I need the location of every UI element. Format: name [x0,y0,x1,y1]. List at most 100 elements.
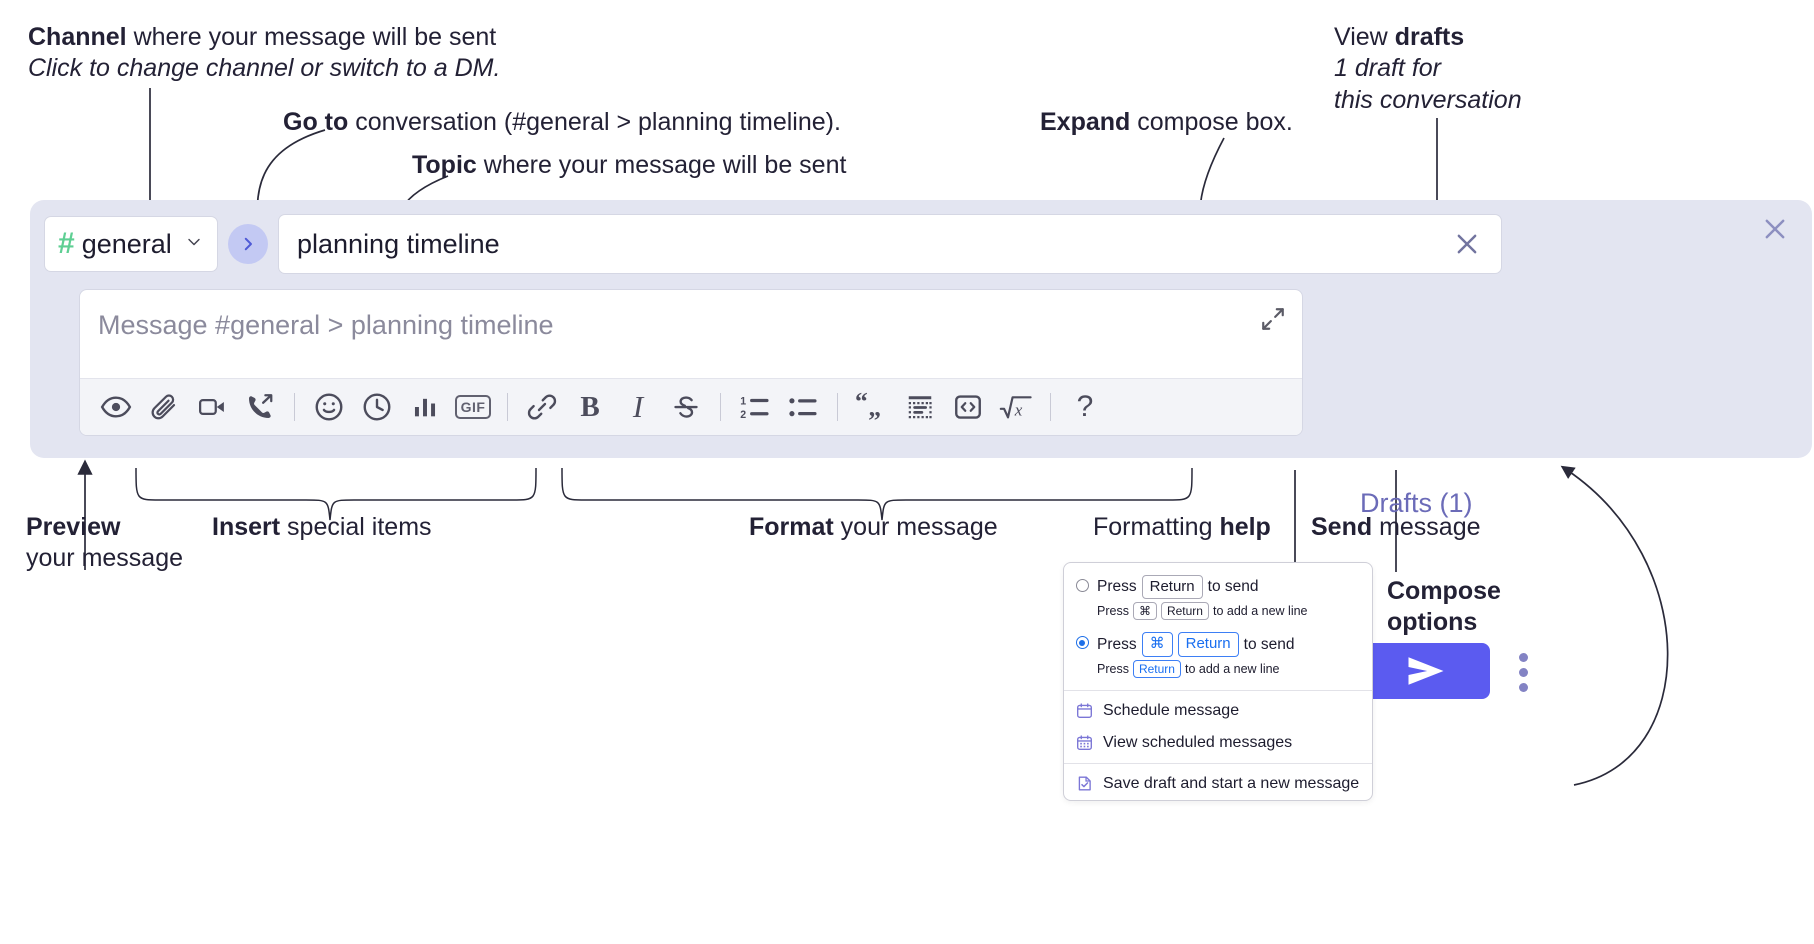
annotation-format: Format your message [749,512,998,543]
poll-icon [414,398,436,417]
annotation-preview: Preview your message [26,512,183,575]
annotation-goto-bold: Go to [283,108,349,136]
drafts-link[interactable]: Drafts (1) [1360,488,1473,518]
svg-text:“: “ [855,392,868,415]
key-return: Return [1160,602,1209,621]
reminder-button[interactable] [353,385,401,429]
annotation-format-bold: Format [749,513,834,541]
code-block-icon [908,396,932,419]
topic-input[interactable]: planning timeline [278,214,1502,274]
compose-options-menu: Press Return to send Press ⌘ Return to a… [1063,562,1373,801]
radio-icon-selected[interactable] [1076,636,1089,650]
toolbar-divider [720,393,721,421]
menu-divider [1064,689,1372,691]
preview-icon [100,396,132,418]
menu-item-schedule-message[interactable]: Schedule message [1064,695,1372,727]
annotation-drafts-italic1: 1 draft for [1334,54,1441,83]
option1-post: to send [1207,578,1259,596]
svg-text:2: 2 [740,409,746,421]
emoji-icon [315,393,343,421]
annotation-preview-bold: Preview [26,513,121,541]
call-button[interactable] [236,385,284,429]
svg-text:1: 1 [740,396,746,408]
svg-text:x: x [1014,401,1023,420]
menu-option-cmd-return-to-send[interactable]: Press ⌘ Return to send [1064,628,1372,657]
expand-compose-button[interactable] [1260,306,1286,332]
send-button[interactable] [1361,643,1490,699]
option1-main: Press Return to send [1097,575,1259,600]
bullet-list-button[interactable] [779,385,827,429]
option2-post: to send [1243,635,1295,653]
bold-button[interactable]: B [566,385,614,429]
annotation-compose-options-bold1: Compose [1387,577,1501,605]
menu-option-return-to-send[interactable]: Press Return to send [1064,571,1372,600]
inline-code-button[interactable] [944,385,992,429]
menu-item-label: View scheduled messages [1103,733,1293,751]
gif-button[interactable]: GIF [449,385,497,429]
save-draft-icon [1076,775,1093,792]
kebab-dot [1518,667,1528,677]
annotation-goto-rest: conversation (#general > planning timeli… [348,108,841,136]
annotation-drafts-italic2: this conversation [1334,85,1522,114]
annotation-formatting-help: Formatting help [1093,512,1271,543]
expand-icon [1262,308,1284,330]
annotation-drafts-lead: View [1334,23,1395,51]
annotation-channel-rest: where your message will be sent [126,23,497,51]
attachment-button[interactable] [140,385,188,429]
emoji-button[interactable] [305,385,353,429]
menu-item-view-scheduled-messages[interactable]: View scheduled messages [1064,727,1372,759]
message-input-area[interactable]: Message #general > planning timeline [79,289,1303,436]
menu-divider [1064,762,1372,764]
preview-button[interactable] [92,385,140,429]
quote-icon: “ „ [855,392,881,422]
strikethrough-button[interactable] [662,385,710,429]
toolbar-divider [507,393,508,421]
poll-button[interactable] [401,385,449,429]
bold-icon: B [580,390,600,423]
formatting-help-button[interactable]: ? [1061,385,1109,429]
annotation-format-rest: your message [833,513,998,541]
go-to-conversation-button[interactable] [228,224,268,264]
quote-button[interactable]: “ „ [848,385,896,429]
message-placeholder: Message #general > planning timeline [98,310,554,340]
channel-selector[interactable]: # general [44,216,218,272]
channel-name: general [81,228,172,259]
hash-icon: # [58,227,75,260]
toolbar-divider [837,393,838,421]
strikethrough-icon [674,396,698,418]
ordered-list-button[interactable]: 1 2 [731,385,779,429]
radio-icon[interactable] [1076,579,1089,592]
code-block-button[interactable] [896,385,944,429]
clear-topic-button[interactable] [1453,230,1481,258]
annotation-send-rest: message [1372,513,1481,541]
calendar-grid-icon [1076,734,1093,751]
annotation-insert-rest: special items [280,513,432,541]
option2-main: Press ⌘ Return to send [1097,632,1295,657]
annotation-channel: Channel where your message will be sent … [28,22,500,85]
menu-item-save-draft[interactable]: Save draft and start a new message [1064,768,1372,800]
video-button[interactable] [188,385,236,429]
ordered-list-icon: 1 2 [740,396,769,421]
menu-item-label: Save draft and start a new message [1103,774,1360,792]
link-button[interactable] [518,385,566,429]
annotation-drafts: View drafts 1 draft for this conversatio… [1334,22,1522,116]
key-return: Return [1141,575,1203,600]
annotation-channel-italic: Click to change channel or switch to a D… [28,54,501,83]
compose-options-button[interactable] [1508,650,1538,694]
annotation-goto: Go to conversation (#general > planning … [283,107,841,138]
calendar-icon [1076,702,1093,719]
phone-forward-icon [249,394,273,418]
annotation-send: Send message [1311,512,1481,543]
close-compose-button[interactable] [1758,212,1792,246]
key-return: Return [1132,659,1181,678]
annotation-topic-rest: where your message will be sent [476,151,847,179]
annotation-insert: Insert special items [212,512,432,543]
math-button[interactable]: x [992,385,1040,429]
attachment-icon [151,394,176,420]
option1-sub: Press ⌘ Return to add a new line [1064,599,1372,628]
annotation-expand-bold: Expand [1040,108,1131,136]
close-icon [1457,234,1477,254]
option1-sub-post: to add a new line [1212,604,1308,619]
italic-button[interactable]: I [614,385,662,429]
